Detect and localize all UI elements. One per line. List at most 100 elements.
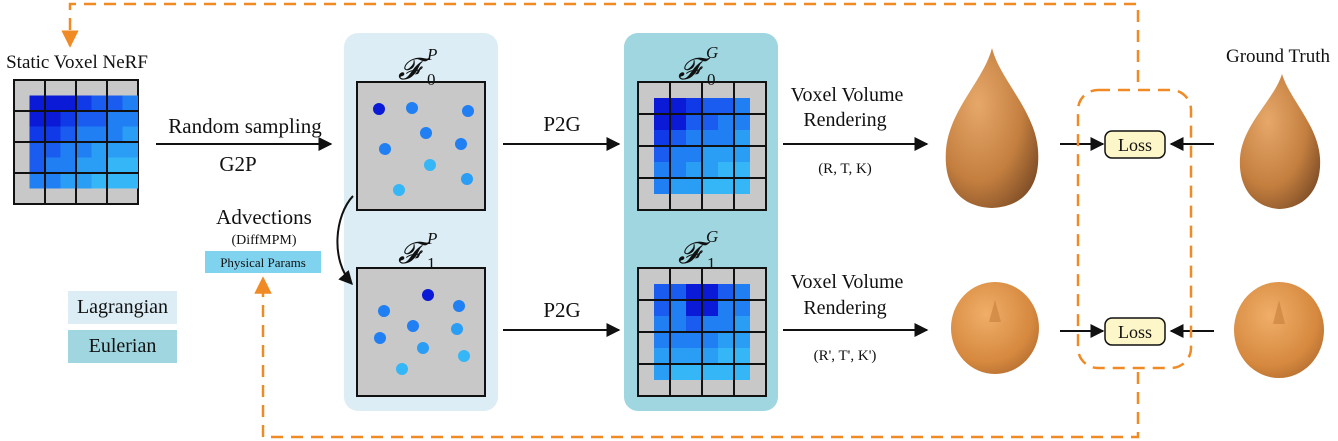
voxel-cell: [29, 157, 45, 173]
particle: [417, 342, 429, 354]
voxel-cell: [76, 111, 92, 127]
grid-box-1: [637, 267, 767, 397]
voxel-cell: [734, 348, 750, 364]
particle: [373, 103, 385, 115]
voxel-cell: [76, 173, 92, 189]
particle: [424, 159, 436, 171]
grid-box-0: [637, 81, 767, 211]
voxel-cell: [29, 173, 45, 189]
legend-lagrangian-label: Lagrangian: [76, 296, 169, 318]
voxel-cell: [686, 162, 702, 178]
render-bottom-params: (R', T', K'): [814, 348, 877, 364]
particle: [420, 127, 432, 139]
voxel-cell: [718, 300, 734, 316]
voxel-cell: [718, 178, 734, 194]
arrow-advection-curve: [336, 195, 354, 286]
physical-params-label: Physical Params: [220, 255, 306, 270]
voxel-cell: [702, 348, 718, 364]
loss-box-top: [1104, 130, 1166, 159]
voxel-cell: [76, 95, 92, 111]
voxel-cell: [122, 111, 138, 127]
voxel-cell: [718, 130, 734, 146]
particle: [374, 332, 386, 344]
voxel-cell: [670, 284, 686, 300]
loss-box-bottom: [1104, 317, 1166, 346]
voxel-cell: [122, 95, 138, 111]
legend-eulerian-label: Eulerian: [88, 335, 157, 357]
voxel-cell: [91, 142, 107, 158]
legend-lagrangian: Lagrangian: [68, 291, 177, 324]
voxel-cell: [670, 364, 686, 380]
voxel-cell: [76, 126, 92, 142]
advections-label: Advections: [216, 205, 312, 229]
voxel-cell: [91, 126, 107, 142]
particle: [393, 184, 405, 196]
particle: [379, 143, 391, 155]
particle: [458, 350, 470, 362]
voxel-cell: [686, 146, 702, 162]
voxel-cell: [122, 157, 138, 173]
voxel-cell: [686, 316, 702, 332]
particle: [461, 173, 473, 185]
voxel-cell: [29, 142, 45, 158]
render-bottom-line2: Rendering: [803, 297, 886, 319]
voxel-cell: [670, 332, 686, 348]
voxel-cell: [686, 114, 702, 130]
voxel-cell: [718, 332, 734, 348]
render-bottom-line1: Voxel Volume: [791, 271, 904, 293]
voxel-cell: [654, 300, 670, 316]
voxel-cell: [734, 300, 750, 316]
voxel-cell: [702, 162, 718, 178]
voxel-cell: [670, 300, 686, 316]
fg0-sup: G: [706, 43, 718, 62]
voxel-cell: [670, 348, 686, 364]
diffmpm-label: (DiffMPM): [231, 233, 296, 248]
voxel-cell: [734, 284, 750, 300]
fp1-sup: P: [426, 229, 437, 248]
voxel-cell: [670, 162, 686, 178]
voxel-cell: [734, 114, 750, 130]
voxel-cell: [734, 332, 750, 348]
particle: [396, 363, 408, 375]
voxel-cell: [29, 126, 45, 142]
voxel-cell: [686, 364, 702, 380]
voxel-cell: [45, 142, 61, 158]
voxel-cell: [734, 130, 750, 146]
static-voxel-grid: [13, 79, 139, 205]
voxel-cell: [686, 130, 702, 146]
render-top-params: (R, T, K): [818, 161, 872, 177]
voxel-cell: [654, 316, 670, 332]
p2g-bottom-label: P2G: [543, 298, 580, 322]
voxel-cell: [107, 173, 123, 189]
ground-truth-title: Ground Truth: [1226, 46, 1330, 67]
voxel-cell: [654, 130, 670, 146]
voxel-cell: [60, 111, 76, 127]
voxel-cell: [718, 146, 734, 162]
voxel-cell: [122, 173, 138, 189]
voxel-cell: [670, 178, 686, 194]
voxel-cell: [60, 173, 76, 189]
particle: [462, 105, 474, 117]
voxel-cell: [718, 348, 734, 364]
voxel-cell: [670, 130, 686, 146]
voxel-cell: [76, 142, 92, 158]
voxel-cell: [45, 157, 61, 173]
voxel-cell: [654, 162, 670, 178]
particle: [378, 305, 390, 317]
g2p-label: G2P: [219, 152, 256, 176]
voxel-cell: [45, 173, 61, 189]
render-top-line1: Voxel Volume: [791, 84, 904, 106]
voxel-cell: [686, 332, 702, 348]
voxel-cell: [91, 173, 107, 189]
voxel-cell: [91, 95, 107, 111]
voxel-cell: [702, 364, 718, 380]
particle: [407, 320, 419, 332]
particle-box-1: [356, 267, 486, 397]
fp1-sub: 1: [427, 254, 436, 273]
voxel-cell: [107, 142, 123, 158]
voxel-cell: [670, 146, 686, 162]
voxel-cell: [107, 126, 123, 142]
voxel-cell: [76, 157, 92, 173]
voxel-cell: [718, 114, 734, 130]
